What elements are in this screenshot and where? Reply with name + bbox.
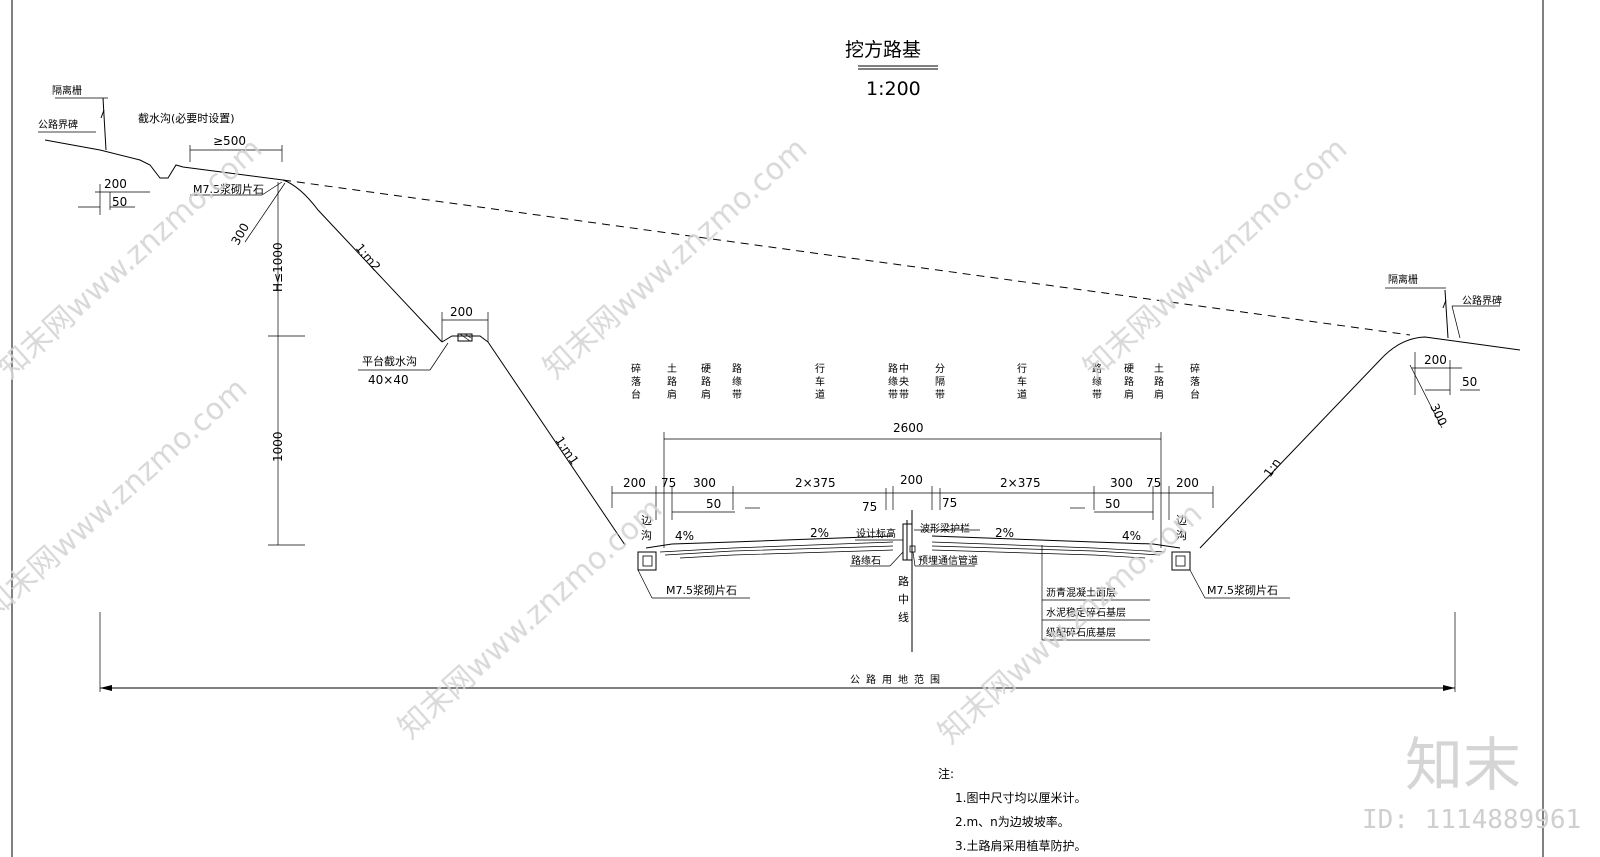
dim-200-right: 200 — [1176, 476, 1199, 490]
platform — [441, 335, 489, 343]
cross-section-label: 中央带 — [899, 362, 909, 401]
centerline-c1: 路 — [898, 575, 909, 588]
slope-m1-label: 1:m1 — [553, 434, 582, 468]
masonry-right-label: M7.5浆砌片石 — [1207, 583, 1278, 597]
side-ditch-right-c2: 沟 — [1176, 529, 1187, 542]
cross-section-label: 路缘带 — [732, 362, 742, 401]
masonry-left-label: M7.5浆砌片石 — [666, 583, 737, 597]
centerline-c3: 线 — [898, 610, 909, 624]
layer3-label: 级配碎石底基层 — [1046, 626, 1116, 639]
intercept-ditch-label: 截水沟(必要时设置) — [138, 111, 235, 125]
dim-50-left: 50 — [706, 497, 721, 511]
left-fence-label: 隔离栅 — [52, 84, 82, 97]
right-dim-200: 200 — [1424, 353, 1447, 367]
dim-200-left: 200 — [623, 476, 646, 490]
slope-right-lane: 2% — [995, 526, 1014, 540]
notes-heading: 注: — [938, 766, 954, 781]
cross-section-label: 行车道 — [815, 362, 825, 401]
cross-section-label: 土路肩 — [1154, 362, 1164, 401]
left-dim-50: 50 — [112, 195, 127, 209]
left-ground-profile — [44, 139, 284, 181]
dim-300-left: 300 — [693, 476, 716, 490]
slope-n-label: 1:n — [1261, 456, 1284, 480]
slope-left-shoulder: 4% — [675, 529, 694, 543]
cross-section-label: 分隔带 — [935, 363, 945, 401]
layer2-label: 水泥稳定碎石基层 — [1046, 606, 1126, 619]
watermark-id: ID: 1114889961 — [1362, 805, 1581, 835]
height-1000: 1000 — [271, 431, 285, 462]
watermark-1: 知末网www.znzmo.com — [0, 131, 269, 386]
cross-section-label: 行车道 — [1017, 362, 1027, 401]
watermark-6: 知末网www.znzmo.com — [932, 496, 1209, 751]
layer1-label: 沥青混凝土面层 — [1046, 586, 1116, 599]
dim-median: 200 — [900, 473, 923, 487]
right-of-way-label: 公路用地范围 — [850, 673, 946, 686]
note-2: 2.m、n为边坡坡率。 — [955, 814, 1070, 829]
dim-2600: 2600 — [893, 421, 924, 435]
left-dim-200: 200 — [104, 177, 127, 191]
platform-dim: 200 — [450, 305, 473, 319]
curb-label: 路缘石 — [851, 554, 881, 567]
watermark-logo: 知末 — [1405, 731, 1521, 799]
right-side-ditch — [1171, 551, 1191, 571]
cross-section-label: 碎落台 — [1190, 362, 1200, 401]
dim-lanes-left: 2×375 — [795, 476, 836, 490]
dim-75-right: 75 — [1146, 476, 1161, 490]
left-dim-300: 300 — [228, 221, 252, 248]
side-ditch-left-c2: 沟 — [641, 529, 652, 542]
pavement-top-right — [931, 535, 1181, 549]
watermark-3: 知末网www.znzmo.com — [1077, 131, 1354, 386]
left-lower-slope — [487, 341, 626, 546]
right-dim-300: 300 — [1427, 401, 1449, 428]
design-elevation-label: 设计标高 — [856, 527, 896, 540]
conduit-label: 预埋通信管道 — [918, 554, 978, 567]
right-dim-50: 50 — [1462, 375, 1477, 389]
centerline-c2: 中 — [898, 593, 909, 606]
dim-300-right: 300 — [1110, 476, 1133, 490]
cross-section-label: 碎落台 — [631, 362, 641, 401]
platform-ditch-size: 40×40 — [368, 373, 409, 387]
watermark-layer: 知末网www.znzmo.com 知末网www.znzmo.com 知末网www… — [0, 131, 1354, 751]
cross-section-label: 路缘带 — [888, 362, 898, 401]
dim-lanes-right: 2×375 — [1000, 476, 1041, 490]
side-ditch-right-c1: 边 — [1176, 514, 1187, 527]
pavement-top-left — [645, 535, 894, 549]
original-ground-line — [282, 179, 1411, 336]
left-masonry-label: M7.5浆砌片石 — [193, 182, 264, 196]
slope-m2-label: 1:m2 — [353, 241, 384, 274]
dim-min500: ≥500 — [213, 134, 246, 148]
cross-section-label: 硬路肩 — [701, 363, 711, 401]
note-1: 1.图中尺寸均以厘米计。 — [955, 790, 1086, 805]
watermark-5: 知末网www.znzmo.com — [392, 491, 669, 746]
dim-50-right: 50 — [1105, 497, 1120, 511]
watermark-4: 知末网www.znzmo.com — [0, 371, 254, 626]
note-3: 3.土路肩采用植草防护。 — [955, 838, 1086, 853]
dim-75-inner-right: 75 — [942, 496, 957, 510]
height-limit: H≤1000 — [271, 242, 285, 292]
cross-section-label: 硬路肩 — [1124, 363, 1134, 401]
drawing-scale: 1:200 — [866, 78, 921, 100]
dim-75-inner-left: 75 — [862, 500, 877, 514]
platform-ditch-label: 平台截水沟 — [362, 354, 417, 368]
right-slope — [1199, 336, 1521, 549]
watermark-2: 知末网www.znzmo.com — [537, 131, 814, 386]
guardrail-label: 波形梁护栏 — [920, 522, 970, 535]
left-upper-slope — [282, 179, 443, 343]
left-side-ditch — [637, 551, 657, 571]
right-marker-label: 公路界碑 — [1462, 294, 1502, 307]
left-marker-label: 公路界碑 — [38, 118, 78, 131]
dim-75-left: 75 — [661, 476, 676, 490]
drawing-title: 挖方路基 — [845, 39, 921, 61]
side-ditch-left-c1: 边 — [641, 514, 652, 527]
cross-section-label: 路缘带 — [1092, 362, 1102, 401]
right-fence-label: 隔离栅 — [1388, 273, 1418, 286]
slope-left-lane: 2% — [810, 526, 829, 540]
cross-section-label: 土路肩 — [667, 362, 677, 401]
slope-right-shoulder: 4% — [1122, 529, 1141, 543]
